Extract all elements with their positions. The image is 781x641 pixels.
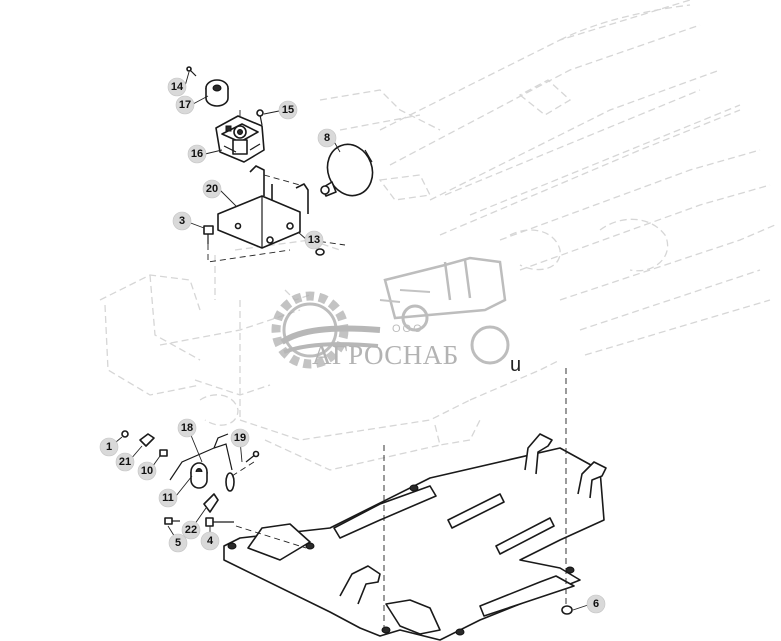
callout-22[interactable]: 22 [181, 520, 201, 540]
callout-label: 8 [324, 132, 330, 144]
tractor-logo-icon [379, 256, 510, 365]
small-bolt-part [186, 66, 197, 77]
callouts: 14 17 15 8 16 20 3 13 [99, 77, 606, 614]
nut-part [315, 248, 325, 256]
pin-part [245, 450, 260, 463]
callout-label: 14 [171, 81, 184, 93]
long-bolt-part [205, 517, 234, 527]
callout-20[interactable]: 20 [202, 179, 222, 199]
callout-label: 3 [179, 215, 185, 227]
callout-label: 13 [308, 234, 320, 246]
callout-label: 20 [206, 183, 218, 195]
callout-label: 4 [207, 535, 214, 547]
callout-19[interactable]: 19 [230, 428, 250, 448]
callout-16[interactable]: 16 [187, 144, 207, 164]
callout-label: 22 [185, 524, 197, 536]
background-frame-ghost [99, 0, 776, 471]
gear-logo-icon [271, 291, 381, 369]
callout-15[interactable]: 15 [278, 100, 298, 120]
callout-10[interactable]: 10 [137, 461, 157, 481]
callout-label: 5 [175, 537, 181, 549]
bolt-part [203, 225, 214, 244]
callout-1[interactable]: 1 [99, 437, 119, 457]
callout-18[interactable]: 18 [177, 418, 197, 438]
callout-21[interactable]: 21 [115, 452, 135, 472]
rubber-washer-part [205, 79, 229, 107]
callout-label: 17 [179, 99, 191, 111]
accumulator-part [320, 143, 374, 197]
nut-washer-parts [121, 430, 168, 457]
valve-body-part [215, 115, 265, 163]
screw-part [256, 109, 264, 126]
callout-label: 11 [162, 492, 174, 504]
hook-part [339, 433, 607, 605]
nut-6-part [561, 605, 573, 615]
callout-3[interactable]: 3 [172, 211, 192, 231]
callout-label: 1 [106, 441, 112, 453]
short-bolt-part [164, 517, 180, 525]
callout-4[interactable]: 4 [200, 531, 220, 551]
watermark-prefix: ООО [392, 323, 424, 335]
callout-label: 19 [234, 432, 246, 444]
clip-part [203, 493, 219, 513]
callout-5[interactable]: 5 [168, 533, 188, 553]
platform-plate-part [223, 447, 605, 641]
stray-character: u [510, 354, 521, 376]
callout-label: 21 [119, 456, 131, 468]
watermark-brand: АГРОСНАБ [312, 340, 459, 370]
callout-14[interactable]: 14 [167, 77, 187, 97]
callout-8[interactable]: 8 [317, 128, 337, 148]
callout-17[interactable]: 17 [175, 95, 195, 115]
callout-label: 6 [593, 598, 599, 610]
callout-label: 15 [282, 104, 294, 116]
bushing-part [190, 462, 208, 489]
callout-13[interactable]: 13 [304, 230, 324, 250]
cable-part [169, 433, 235, 492]
callout-label: 18 [181, 422, 193, 434]
callout-label: 16 [191, 148, 203, 160]
callout-label: 10 [141, 465, 153, 477]
watermark-logo: ООО АГРОСНАБ [271, 256, 510, 370]
mounting-bracket-part [217, 165, 309, 249]
callout-6[interactable]: 6 [586, 594, 606, 614]
upper-assembly [186, 66, 374, 263]
lower-assembly [121, 368, 607, 641]
callout-11[interactable]: 11 [158, 488, 178, 508]
